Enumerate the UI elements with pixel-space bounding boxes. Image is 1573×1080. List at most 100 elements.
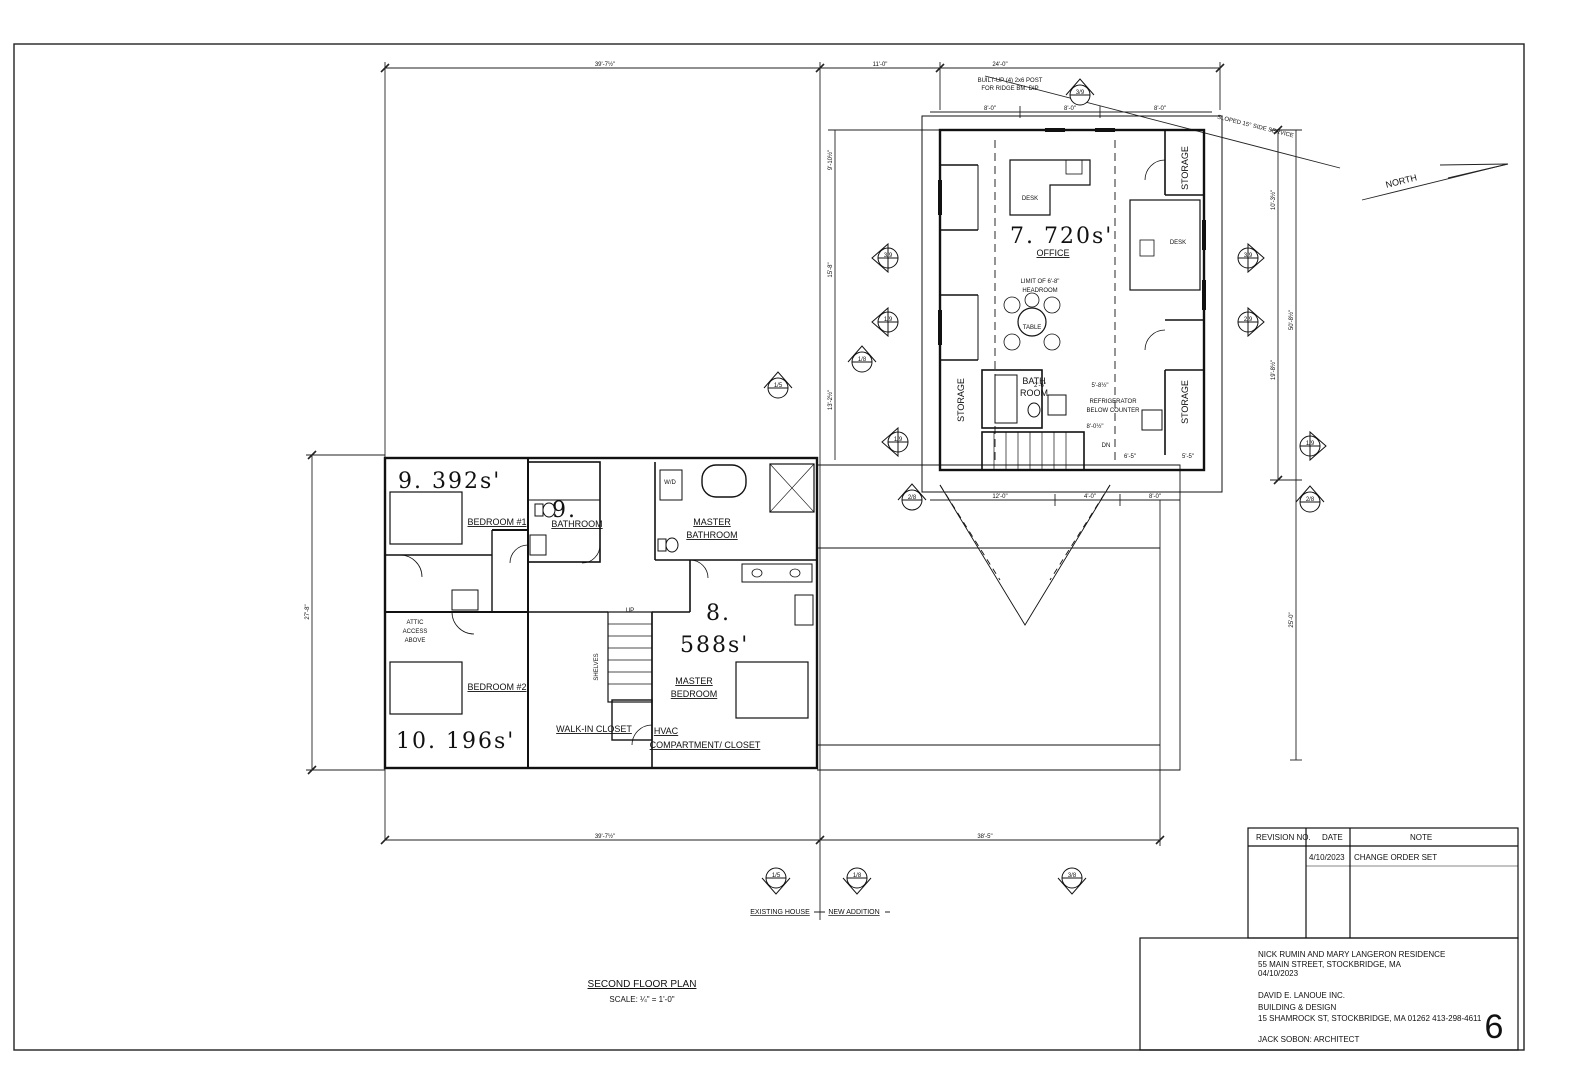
marker-label: 1/9 — [884, 317, 893, 323]
dim-misc-3: 8'-0½" — [1087, 423, 1104, 430]
sheet-number: 6 — [1485, 1008, 1504, 1046]
dim-top-mid: 11'-0" — [873, 62, 888, 68]
existing-house-label: EXISTING HOUSE — [750, 909, 810, 916]
section-marker — [1065, 78, 1095, 106]
dim-right-sub-1: 10'-3½" — [1270, 190, 1277, 210]
room-master-bedroom-1: MASTER — [675, 676, 713, 686]
company-sub: BUILDING & DESIGN — [1258, 1003, 1336, 1012]
marker-label: 2/9 — [1244, 317, 1253, 323]
section-marker — [897, 483, 927, 511]
dim-top-right: 24'-0" — [992, 62, 1007, 68]
dim-left-height: 27'-8" — [305, 604, 311, 619]
handwritten-bedroom-2: 10. 196s' — [396, 729, 515, 754]
project-name: NICK RUMIN AND MARY LANGERON RESIDENCE — [1258, 950, 1445, 959]
desk-1: DESK — [1022, 196, 1038, 202]
roof-outline — [817, 464, 1181, 771]
section-markers — [761, 78, 1327, 895]
revision-note: CHANGE ORDER SET — [1354, 853, 1437, 862]
attic-3: ABOVE — [405, 638, 426, 644]
marker-label: 3/9 — [884, 253, 893, 259]
architect-name: JACK SOBON: ARCHITECT — [1258, 1035, 1359, 1044]
stair-up: UP — [626, 608, 634, 614]
desk-2: DESK — [1170, 240, 1186, 246]
dim-misc-2: 5'-8½" — [1092, 382, 1109, 389]
room-master-bedroom-2: BEDROOM — [671, 689, 718, 699]
attic-1: ATTIC — [407, 620, 425, 626]
title-block — [1139, 827, 1519, 1051]
dim-right-sub-2: 19'-8½" — [1270, 360, 1277, 380]
company-name: DAVID E. LANOUE INC. — [1258, 991, 1345, 1000]
room-master-bathroom-1: MASTER — [693, 517, 731, 527]
plan-title: SECOND FLOOR PLAN — [588, 979, 697, 990]
handwritten-office: 7. 720s' — [1010, 224, 1113, 249]
table-label: TABLE — [1023, 325, 1042, 331]
marker-label: 3/9 — [1076, 90, 1085, 96]
handwritten-bathroom: 9. — [552, 498, 577, 523]
headroom-1: LIMIT OF 6'-8" — [1021, 279, 1060, 285]
dim-left-sub-1: 9'-10½" — [827, 150, 834, 170]
room-bathroom: BATHROOM — [551, 519, 602, 529]
dim-top-left: 39'-7½" — [595, 61, 615, 68]
storage-right: STORAGE — [1180, 380, 1190, 424]
room-master-bathroom-2: BATHROOM — [686, 530, 737, 540]
section-marker — [1057, 867, 1087, 895]
post-note-2: FOR RIDGE BM. DIP — [981, 86, 1038, 92]
marker-label: 1/8 — [853, 873, 862, 879]
dimension-lines — [306, 62, 1509, 920]
section-marker — [761, 867, 791, 895]
marker-label: 1/8 — [858, 357, 867, 363]
new-addition-plan — [921, 115, 1223, 493]
dim-add-bottom-1: 12'-0" — [992, 494, 1007, 500]
marker-label: 1/9 — [1306, 441, 1315, 447]
storage-top: STORAGE — [1180, 146, 1190, 190]
shelves-label: SHELVES — [594, 653, 600, 680]
dim-left-sub-3: 13'-2½" — [827, 390, 834, 410]
section-marker — [881, 426, 909, 458]
dim-bottom-right: 38'-5" — [977, 834, 992, 840]
handwritten-master: 8. — [706, 601, 731, 626]
post-note-1: BUILT-UP (4) 2x6 POST — [978, 78, 1043, 84]
section-marker — [1295, 485, 1325, 513]
plan-scale: SCALE: ¼" = 1'-0" — [609, 995, 674, 1004]
dim-right-height-1: 50'-8½" — [1288, 310, 1295, 330]
marker-label: 1/5 — [772, 873, 781, 879]
section-marker — [847, 345, 877, 373]
section-marker — [763, 371, 793, 399]
note-header: NOTE — [1410, 833, 1432, 842]
room-hvac-1: HVAC — [654, 726, 679, 736]
room-bedroom-1: BEDROOM #1 — [467, 517, 526, 527]
room-hvac-2: COMPARTMENT/ CLOSET — [650, 740, 761, 750]
service-note: SLOPED 15° SIDE SERVICE — [1216, 115, 1294, 140]
sheet-border — [13, 43, 1525, 1051]
marker-label: 1/5 — [774, 383, 783, 389]
dim-left-sub-2: 15'-8" — [828, 262, 834, 277]
attic-2: ACCESS — [403, 629, 428, 635]
dim-sub-left: 8'-0" — [984, 106, 996, 112]
dim-add-bottom-2: 4'-0" — [1084, 494, 1096, 500]
section-marker — [1237, 306, 1265, 338]
marker-label: 2/8 — [1306, 497, 1315, 503]
marker-label: 3/8 — [1068, 873, 1077, 879]
project-address: 55 MAIN STREET, STOCKBRIDGE, MA — [1258, 960, 1402, 969]
room-office: OFFICE — [1037, 248, 1070, 258]
handwritten-master-area: 588s' — [680, 633, 749, 658]
section-marker — [842, 867, 872, 895]
headroom-2: HEADROOM — [1022, 288, 1057, 294]
bath-room-1: BATH — [1022, 376, 1045, 386]
revision-date: 4/10/2023 — [1309, 853, 1345, 862]
dim-add-bottom-3: 8'-0" — [1149, 494, 1161, 500]
dim-sub-mid: 8'-0" — [1064, 106, 1076, 112]
fridge-2: BELOW COUNTER — [1086, 408, 1140, 414]
marker-label: 3/9 — [1244, 253, 1253, 259]
section-marker — [1237, 242, 1265, 274]
section-marker — [871, 306, 899, 338]
room-walk-in-closet: WALK-IN CLOSET — [556, 724, 632, 734]
wd-label: W/D — [664, 480, 676, 486]
dim-right-height-2: 25'-0" — [1289, 612, 1295, 627]
storage-left: STORAGE — [956, 378, 966, 422]
existing-house-plan — [383, 456, 819, 770]
bath-room-2: ROOM — [1020, 388, 1048, 398]
section-marker — [871, 242, 899, 274]
dim-sub-right: 8'-0" — [1154, 106, 1166, 112]
